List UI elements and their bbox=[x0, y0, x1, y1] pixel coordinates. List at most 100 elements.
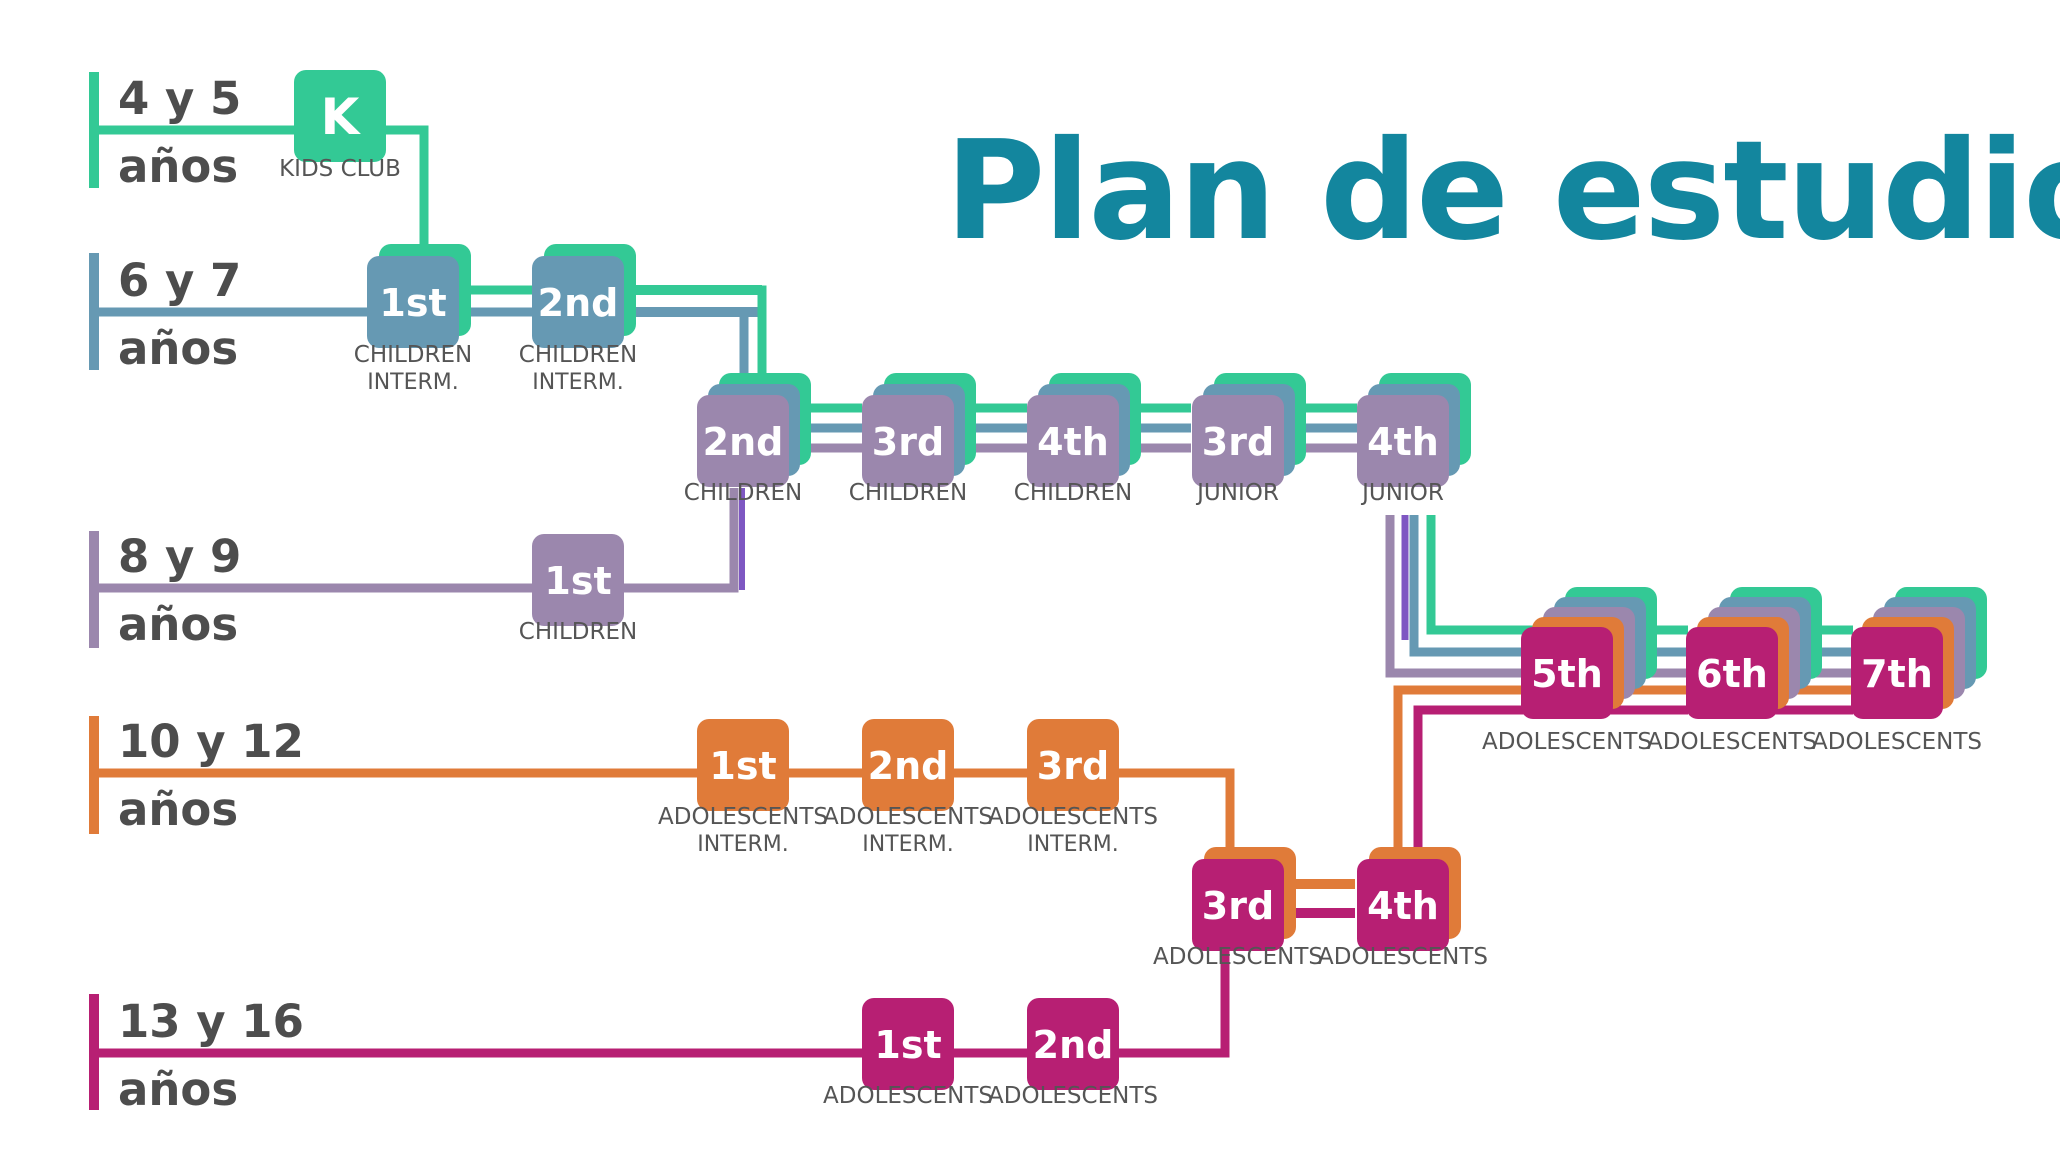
level-box bbox=[862, 719, 954, 811]
level-box bbox=[862, 998, 954, 1090]
level-caption-line: CHILDREN bbox=[353, 342, 473, 368]
age-unit-label: años bbox=[118, 1063, 239, 1116]
level-caption: ADOLESCENTS bbox=[988, 1083, 1158, 1110]
age-unit-label: años bbox=[118, 598, 239, 651]
level-label: 4th bbox=[1367, 884, 1439, 928]
level-caption: KIDS CLUB bbox=[279, 156, 401, 183]
level-label: 5th bbox=[1531, 652, 1603, 696]
level-caption-line: INTERM. bbox=[532, 370, 624, 395]
level-label: 1st bbox=[379, 281, 447, 325]
level-label: K bbox=[320, 88, 360, 146]
level-caption: ADOLESCENTS bbox=[1318, 944, 1488, 971]
level-label: 2nd bbox=[702, 420, 784, 464]
level-box bbox=[532, 534, 624, 626]
level-label: 1st bbox=[709, 744, 777, 788]
path-line bbox=[1110, 768, 1235, 850]
level-label: 1st bbox=[874, 1023, 942, 1067]
level-caption: CHILDREN bbox=[519, 619, 637, 646]
age-unit-label: años bbox=[118, 783, 239, 836]
level-caption-line: JUNIOR bbox=[1197, 480, 1279, 506]
level-caption: CHILDREN bbox=[849, 480, 967, 507]
level-label: 4th bbox=[1367, 420, 1439, 464]
level-box bbox=[1851, 627, 1943, 719]
level-box bbox=[532, 256, 624, 348]
level-box bbox=[1027, 998, 1119, 1090]
level-label: 3rd bbox=[1201, 884, 1275, 928]
level-caption-line: KIDS CLUB bbox=[279, 156, 401, 182]
path-line bbox=[1110, 950, 1230, 1058]
level-box bbox=[1521, 627, 1613, 719]
level-box bbox=[1357, 395, 1449, 487]
level-caption: CHILDREN bbox=[1014, 480, 1132, 507]
level-caption-line: CHILDREN bbox=[848, 480, 968, 506]
level-caption-line: INTERM. bbox=[367, 370, 459, 395]
path-line bbox=[1426, 515, 1550, 635]
level-label: 2nd bbox=[537, 281, 619, 325]
path-line bbox=[630, 307, 749, 385]
level-caption: JUNIOR bbox=[1362, 480, 1444, 507]
age-range-label: 10 y 12 bbox=[118, 715, 304, 768]
level-caption-line: ADOLESCENTS bbox=[988, 1083, 1158, 1109]
level-caption-line: ADOLESCENTS bbox=[1647, 729, 1817, 755]
level-caption-line: CHILDREN bbox=[518, 619, 638, 645]
level-box bbox=[862, 395, 954, 487]
page-title: Plan de estudio bbox=[945, 112, 2060, 271]
path-line bbox=[1393, 685, 1550, 850]
level-box bbox=[697, 395, 789, 487]
level-label: 1st bbox=[544, 559, 612, 603]
level-box bbox=[294, 70, 386, 162]
level-label: 3rd bbox=[1201, 420, 1275, 464]
level-box bbox=[1027, 719, 1119, 811]
level-caption: ADOLESCENTS bbox=[1482, 729, 1652, 756]
level-caption-line: CHILDREN bbox=[1013, 480, 1133, 506]
level-caption-line: CHILDREN bbox=[683, 480, 803, 506]
level-box bbox=[1357, 859, 1449, 951]
level-label: 3rd bbox=[871, 420, 945, 464]
age-unit-label: años bbox=[118, 322, 239, 375]
level-caption: JUNIOR bbox=[1197, 480, 1279, 507]
path-line bbox=[1385, 515, 1550, 678]
level-caption-line: ADOLESCENTS bbox=[1153, 944, 1323, 970]
level-caption-line: ADOLESCENTS bbox=[988, 804, 1158, 830]
age-unit-label: años bbox=[118, 140, 239, 193]
level-box bbox=[1192, 395, 1284, 487]
level-caption-line: CHILDREN bbox=[518, 342, 638, 368]
level-box bbox=[1686, 627, 1778, 719]
level-caption-line: JUNIOR bbox=[1362, 480, 1444, 506]
level-caption: ADOLESCENTS bbox=[1647, 729, 1817, 756]
path-line bbox=[630, 285, 767, 385]
level-caption: ADOLESCENTS bbox=[823, 1083, 993, 1110]
level-box bbox=[1027, 395, 1119, 487]
age-range-label: 8 y 9 bbox=[118, 530, 242, 583]
path-line bbox=[620, 488, 739, 593]
age-range-label: 6 y 7 bbox=[118, 254, 242, 307]
level-box bbox=[1192, 859, 1284, 951]
level-caption: CHILDREN bbox=[684, 480, 802, 507]
level-label: 4th bbox=[1037, 420, 1109, 464]
level-caption-line: ADOLESCENTS bbox=[658, 804, 828, 830]
level-caption: ADOLESCENTS bbox=[1153, 944, 1323, 971]
level-caption-line: INTERM. bbox=[862, 832, 954, 857]
age-range-label: 4 y 5 bbox=[118, 72, 242, 125]
level-caption-line: ADOLESCENTS bbox=[1812, 729, 1982, 755]
level-box bbox=[697, 719, 789, 811]
path-line bbox=[1409, 515, 1550, 657]
level-box bbox=[367, 256, 459, 348]
level-caption-line: ADOLESCENTS bbox=[1482, 729, 1652, 755]
level-label: 6th bbox=[1696, 652, 1768, 696]
path-line bbox=[1413, 705, 1550, 850]
level-label: 2nd bbox=[1032, 1023, 1114, 1067]
level-label: 2nd bbox=[867, 744, 949, 788]
level-caption-line: INTERM. bbox=[1027, 832, 1119, 857]
age-range-label: 13 y 16 bbox=[118, 995, 304, 1048]
level-caption-line: INTERM. bbox=[697, 832, 789, 857]
level-label: 3rd bbox=[1036, 744, 1110, 788]
level-caption-line: ADOLESCENTS bbox=[823, 1083, 993, 1109]
